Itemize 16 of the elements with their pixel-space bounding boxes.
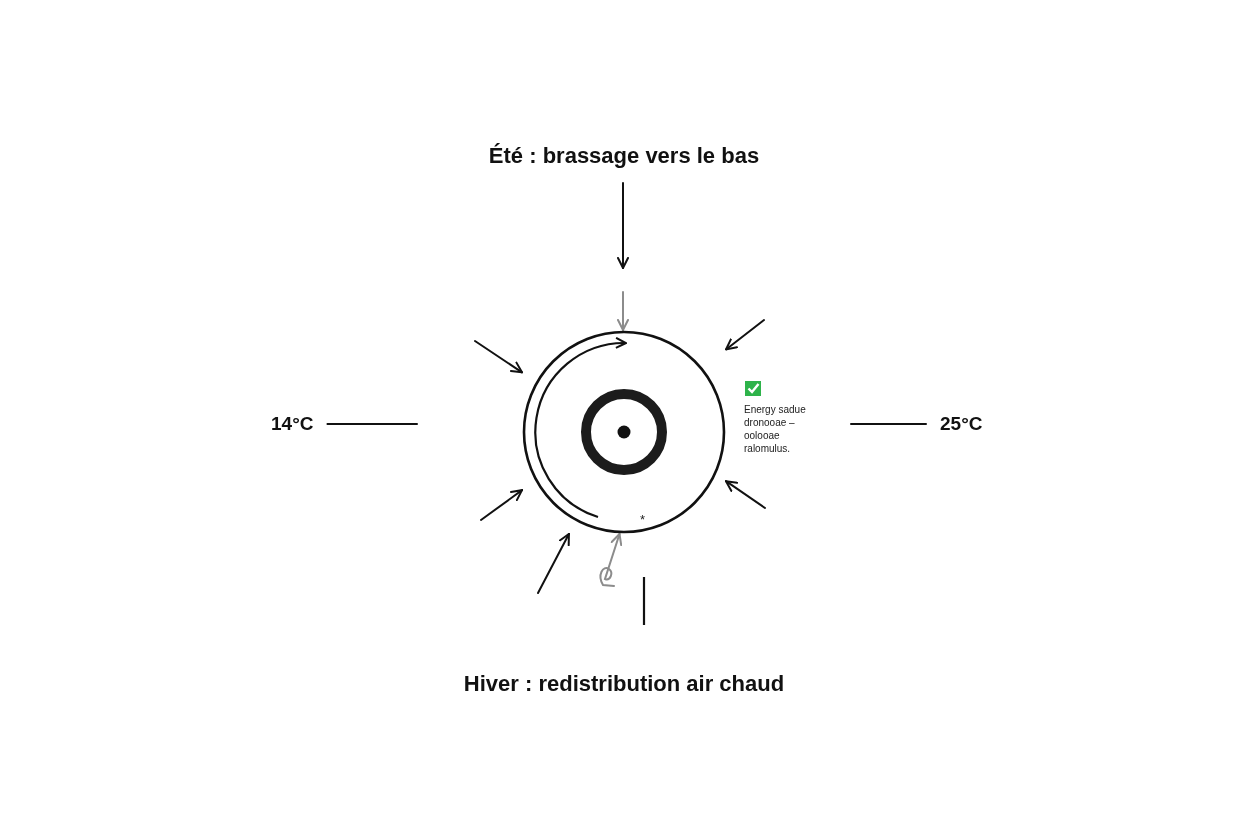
note-text: Energy sadue dronooae – oolooae ralomulus. [744, 403, 807, 455]
arrow [599, 533, 623, 587]
temperature-label: 14°C [271, 413, 314, 435]
arrow [617, 291, 629, 331]
heading: Hiver : redistribution air chaud [463, 671, 785, 697]
temperature-label: 25°C [940, 413, 983, 435]
arrow [474, 340, 523, 374]
arrow [480, 489, 523, 521]
arrow [725, 319, 765, 351]
arrow [537, 533, 570, 594]
arrow [617, 182, 629, 269]
asterisk-mark: * [640, 513, 646, 526]
arrow [725, 480, 766, 509]
line [326, 423, 418, 425]
heading: Été : brassage vers le bas [488, 143, 760, 169]
line [850, 423, 927, 425]
